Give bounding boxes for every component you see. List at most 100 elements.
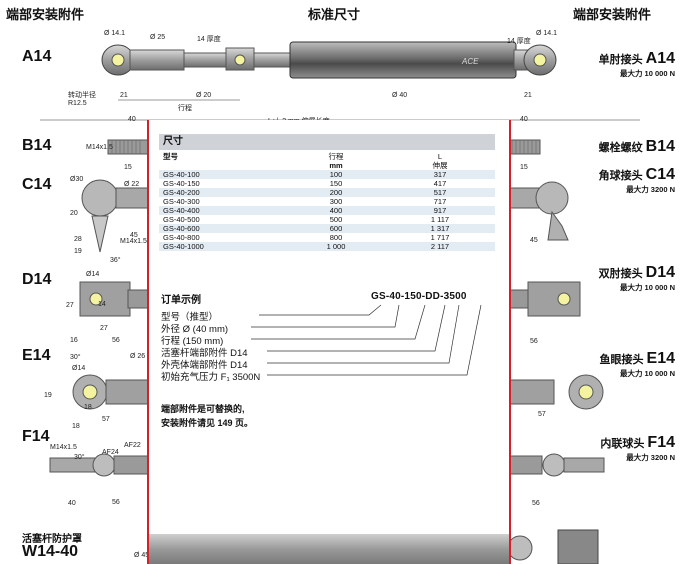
dim-40: 40 — [128, 116, 136, 123]
dim-19: 19 — [74, 248, 82, 255]
dim-21-r: 21 — [524, 92, 532, 99]
cell-len: 517 — [385, 188, 495, 197]
desc-a14-code: A14 — [645, 50, 675, 67]
dim-45-r: 45 — [530, 237, 538, 244]
order-line-4: 活塞杆端部附件 D14 — [161, 348, 248, 359]
dim-d22: Ø 22 — [124, 181, 140, 188]
cell-model: GS-40-400 — [159, 206, 287, 215]
cell-stroke: 100 — [287, 170, 385, 179]
code-w14: W14-40 — [22, 543, 79, 560]
dim-af22: AF22 — [124, 442, 141, 449]
cell-len: 317 — [385, 170, 495, 179]
cell-len: 1 717 — [430, 233, 450, 242]
desc-b14-label: 螺栓螺纹 — [598, 142, 643, 154]
dim-d25: Ø 25 — [150, 34, 166, 41]
w14-desc: 活塞杆防护罩 — [22, 534, 82, 545]
dim-d20: Ø 20 — [196, 92, 212, 99]
dim-56c-r: 56 — [532, 500, 540, 507]
dim-m14b: M14x1.5 — [120, 238, 147, 245]
code-f14: F14 — [22, 428, 50, 445]
dim-21: 21 — [120, 92, 128, 99]
force-c14: 最大力 3200 N — [626, 185, 675, 194]
cell-stroke: 500 — [329, 215, 343, 224]
dim-d14: Ø14 — [86, 271, 100, 278]
note-line-1: 端部附件是可替换的, — [161, 404, 245, 414]
code-e14: E14 — [22, 347, 51, 364]
dim-d40: Ø 40 — [392, 92, 408, 99]
header-blank — [159, 161, 287, 170]
dim-d30: Ø30 — [70, 176, 84, 183]
dim-r12-5: 转动半径 R12.5 — [68, 92, 96, 107]
desc-f14-code: F14 — [647, 434, 675, 451]
dim-30e: 30° — [74, 454, 85, 461]
dim-30b: 30° — [70, 354, 81, 361]
desc-d14-code: D14 — [645, 264, 675, 281]
code-d14: D14 — [22, 271, 52, 288]
note-line-2: 安装附件请见 149 页。 — [161, 418, 254, 428]
cell-stroke: 1 000 — [287, 242, 385, 251]
cell-stroke: 400 — [287, 206, 385, 215]
cell-stroke: 800 — [329, 233, 343, 242]
dim-19b: 19 — [44, 392, 52, 399]
dim-thick14: 14 厚度 — [197, 36, 221, 43]
header-stroke-unit: mm — [329, 161, 343, 170]
desc-a14-label: 单肘接头 — [598, 54, 643, 66]
order-title: 订单示例 — [161, 295, 201, 306]
dim-15: 15 — [124, 164, 132, 171]
dim-56-r: 56 — [530, 338, 538, 345]
dim-40-r: 40 — [520, 116, 528, 123]
dim-14: 14 — [98, 301, 106, 308]
order-line-1: 型号（推型） — [161, 312, 219, 323]
cell-model: GS-40-1000 — [159, 242, 287, 251]
cell-model: GS-40-600 — [159, 224, 287, 233]
force-f14: 最大力 3200 N — [626, 453, 675, 462]
cell-len: 417 — [433, 179, 447, 188]
order-code: GS-40-150-DD-3500 — [371, 291, 467, 302]
desc-c14: 角球接头 C14 — [540, 166, 675, 184]
cell-len: 2 117 — [385, 242, 495, 251]
cell-stroke: 300 — [329, 197, 343, 206]
table-header-row: 型号 行程 L — [159, 152, 495, 161]
dim-40: 40 — [68, 500, 76, 507]
order-line-5: 外壳体端部附件 D14 — [161, 360, 248, 371]
cell-model: GS-40-800 — [163, 233, 200, 242]
cell-stroke: 200 — [287, 188, 385, 197]
dim-d14e: Ø14 — [72, 365, 86, 372]
cell-len: 1 317 — [385, 224, 495, 233]
desc-c14-label: 角球接头 — [598, 170, 643, 182]
dim-56b: 56 — [112, 499, 120, 506]
ace-logo: ACE — [461, 57, 479, 66]
desc-f14-label: 内联球头 — [600, 438, 645, 450]
dim-16: 16 — [70, 337, 78, 344]
desc-e14-label: 鱼眼接头 — [599, 354, 644, 366]
cell-model: GS-40-300 — [163, 197, 200, 206]
center-header: 标准尺寸 — [308, 7, 361, 22]
dim-57: 57 — [102, 416, 110, 423]
piston-rod-guard — [149, 534, 509, 564]
desc-e14: 鱼眼接头 E14 — [540, 350, 675, 368]
order-line-2: 外径 Ø (40 mm) — [161, 324, 229, 335]
dim-d26: Ø 26 — [130, 353, 146, 360]
order-line-3: 行程 (150 mm) — [161, 336, 224, 347]
dim-27: 27 — [66, 302, 74, 309]
desc-a14: 单肘接头 A14 — [560, 50, 675, 68]
table-subheader-row: mm 伸展 — [159, 161, 495, 170]
header-len: L — [437, 152, 443, 161]
desc-e14-code: E14 — [646, 350, 675, 367]
code-c14: C14 — [22, 176, 52, 193]
order-leader-lines — [251, 304, 482, 376]
force-a14: 最大力 10 000 N — [619, 69, 675, 78]
table-title: 尺寸 — [159, 134, 495, 150]
dim-56: 56 — [112, 337, 120, 344]
